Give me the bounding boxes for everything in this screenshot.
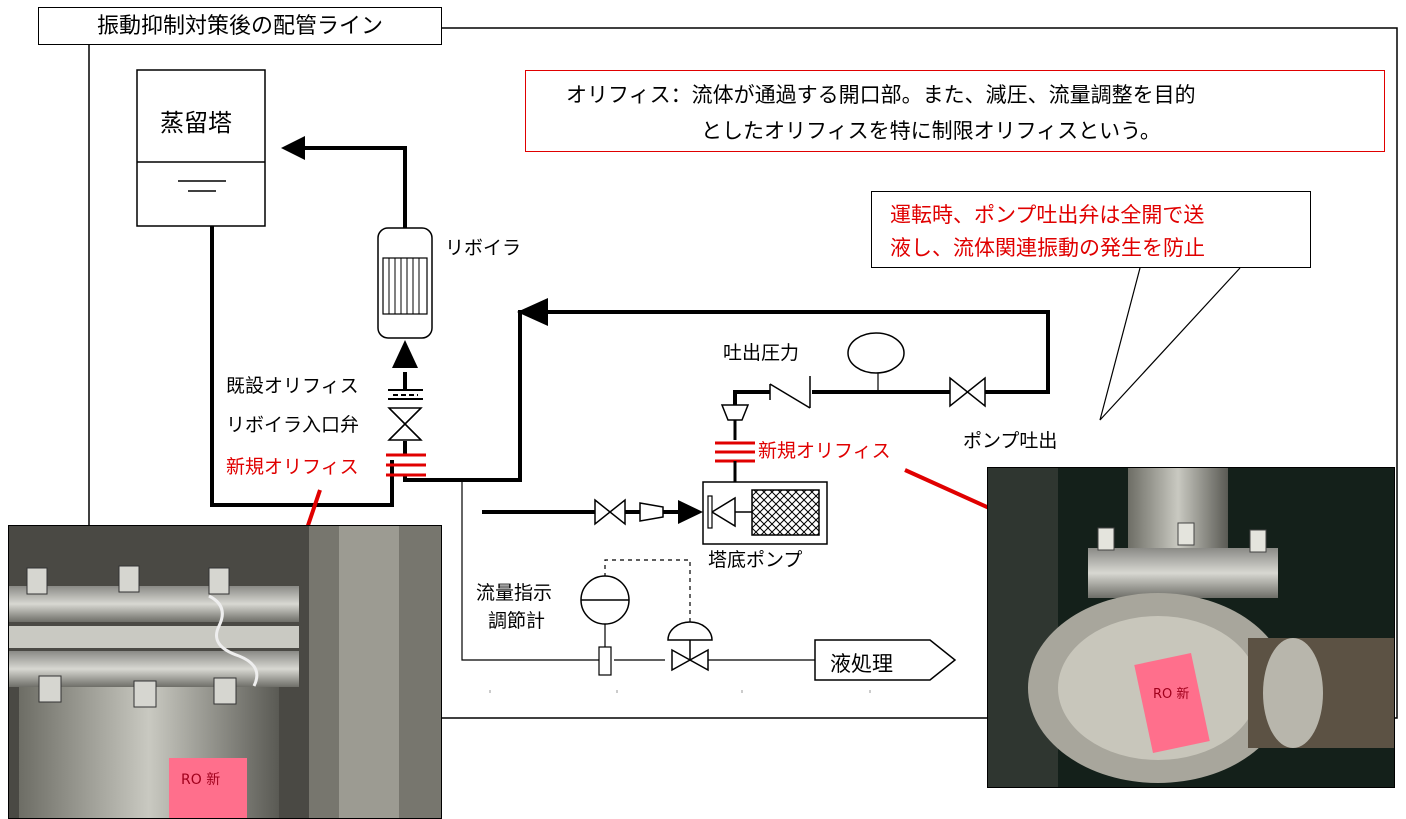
callout-pointer <box>1099 267 1241 421</box>
pump-discharge-valve <box>949 376 986 408</box>
callout-line-1: 運転時、ポンプ吐出弁は全開で送 <box>890 203 1205 227</box>
bottom-pump <box>702 481 828 545</box>
new-orifice-left-label: 新規オリフィス <box>226 456 359 478</box>
tower-label: 蒸留塔 <box>160 109 232 137</box>
discharge-pressure-label: 吐出圧力 <box>723 342 800 364</box>
diagram-title: 振動抑制対策後の配管ライン <box>38 7 442 45</box>
control-valve <box>667 621 713 672</box>
new-orifice-left-symbol <box>386 453 426 477</box>
flow-arrows <box>281 136 703 524</box>
reboiler-label: リボイラ <box>445 237 522 259</box>
left-photo-tag-text: RO 新 <box>181 772 220 788</box>
liquid-treatment-label: 液処理 <box>830 652 893 676</box>
outer-frame <box>88 27 1398 719</box>
new-orifice-right-label: 新規オリフィス <box>758 440 891 462</box>
suction-reducer <box>639 502 664 522</box>
distillation-tower <box>136 69 266 227</box>
bottom-pump-label: 塔底ポンプ <box>708 549 803 571</box>
decorative-ticks <box>489 690 871 693</box>
discharge-pressure-gauge <box>847 332 905 374</box>
pump-discharge-label: ポンプ吐出 <box>963 430 1058 452</box>
definition-line-1: オリフィス：流体が通過する開口部。また、減圧、流量調整を目的 <box>566 83 1196 107</box>
reboiler-inlet-valve <box>387 407 423 441</box>
right-orifice-photo: RO 新 <box>987 467 1395 788</box>
existing-orifice-symbol <box>388 389 423 400</box>
discharge-reducer <box>720 404 750 440</box>
callout-line-2: 液し、流体関連振動の発生を防止 <box>890 236 1205 260</box>
right-photo-tag-text: RO 新 <box>1153 686 1189 702</box>
main-pipes <box>210 146 1050 514</box>
liquid-treatment-box <box>814 639 957 681</box>
reboiler <box>377 227 433 339</box>
flow-controller-label-1: 流量指示 <box>476 582 553 604</box>
reboiler-inlet-valve-label: リボイラ入口弁 <box>226 414 360 436</box>
suction-valve <box>594 498 626 526</box>
check-valve <box>769 376 811 409</box>
flow-controller-label-2: 調節計 <box>488 610 546 632</box>
flow-indicator-controller <box>580 575 630 676</box>
new-orifice-right-symbol <box>715 441 755 463</box>
existing-orifice-label: 既設オリフィス <box>226 375 359 397</box>
operation-note-callout: 運転時、ポンプ吐出弁は全開で送 液し、流体関連振動の発生を防止 <box>871 191 1311 268</box>
orifice-definition-box: オリフィス：流体が通過する開口部。また、減圧、流量調整を目的 としたオリフィスを… <box>525 70 1385 152</box>
definition-line-2: としたオリフィスを特に制限オリフィスという。 <box>701 119 1161 143</box>
left-orifice-photo: RO 新 <box>8 525 442 819</box>
